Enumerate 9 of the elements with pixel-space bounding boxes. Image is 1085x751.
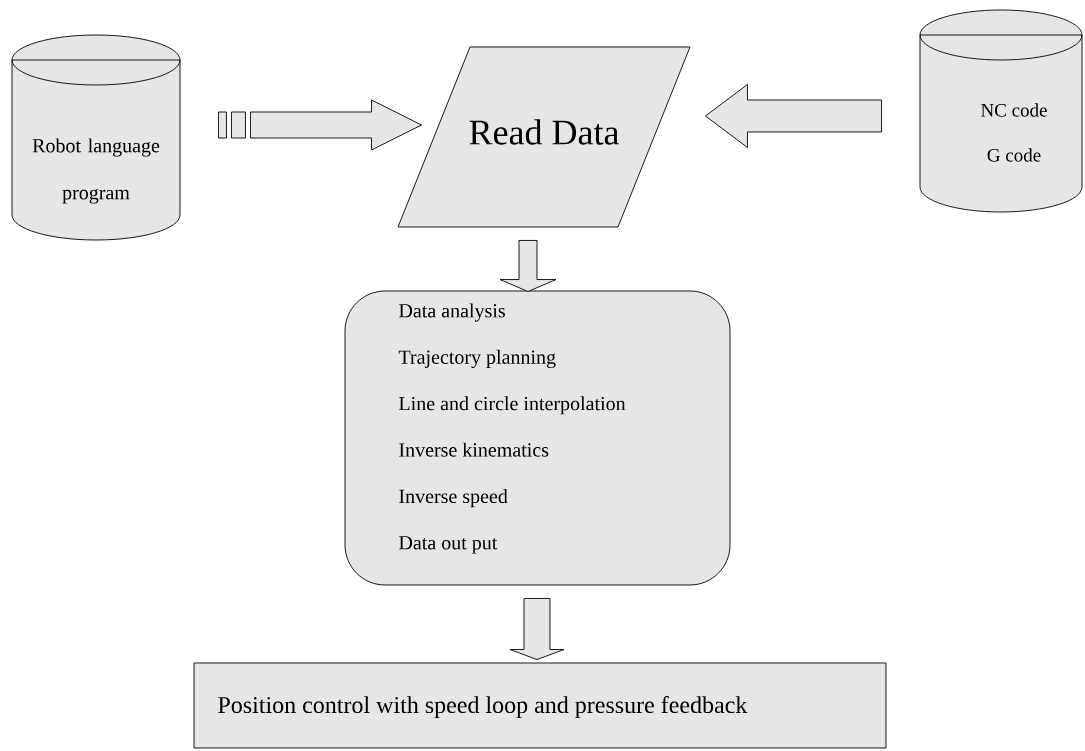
process-box: Position control with speed loop and pressure feedback xyxy=(193,662,887,749)
database-cylinder: Robot language program xyxy=(11,34,181,241)
input-parallelogram: Read Data xyxy=(397,46,691,228)
block-arrow xyxy=(705,84,882,148)
database-cylinder: NC code G code xyxy=(919,9,1083,213)
block-arrow xyxy=(509,598,565,660)
block-arrow xyxy=(499,240,557,292)
process-box: Data analysis Trajectory planning Line and circle interpolation Inverse kinematics Inverse speed Data out put xyxy=(344,290,731,586)
block-arrow xyxy=(218,99,422,151)
